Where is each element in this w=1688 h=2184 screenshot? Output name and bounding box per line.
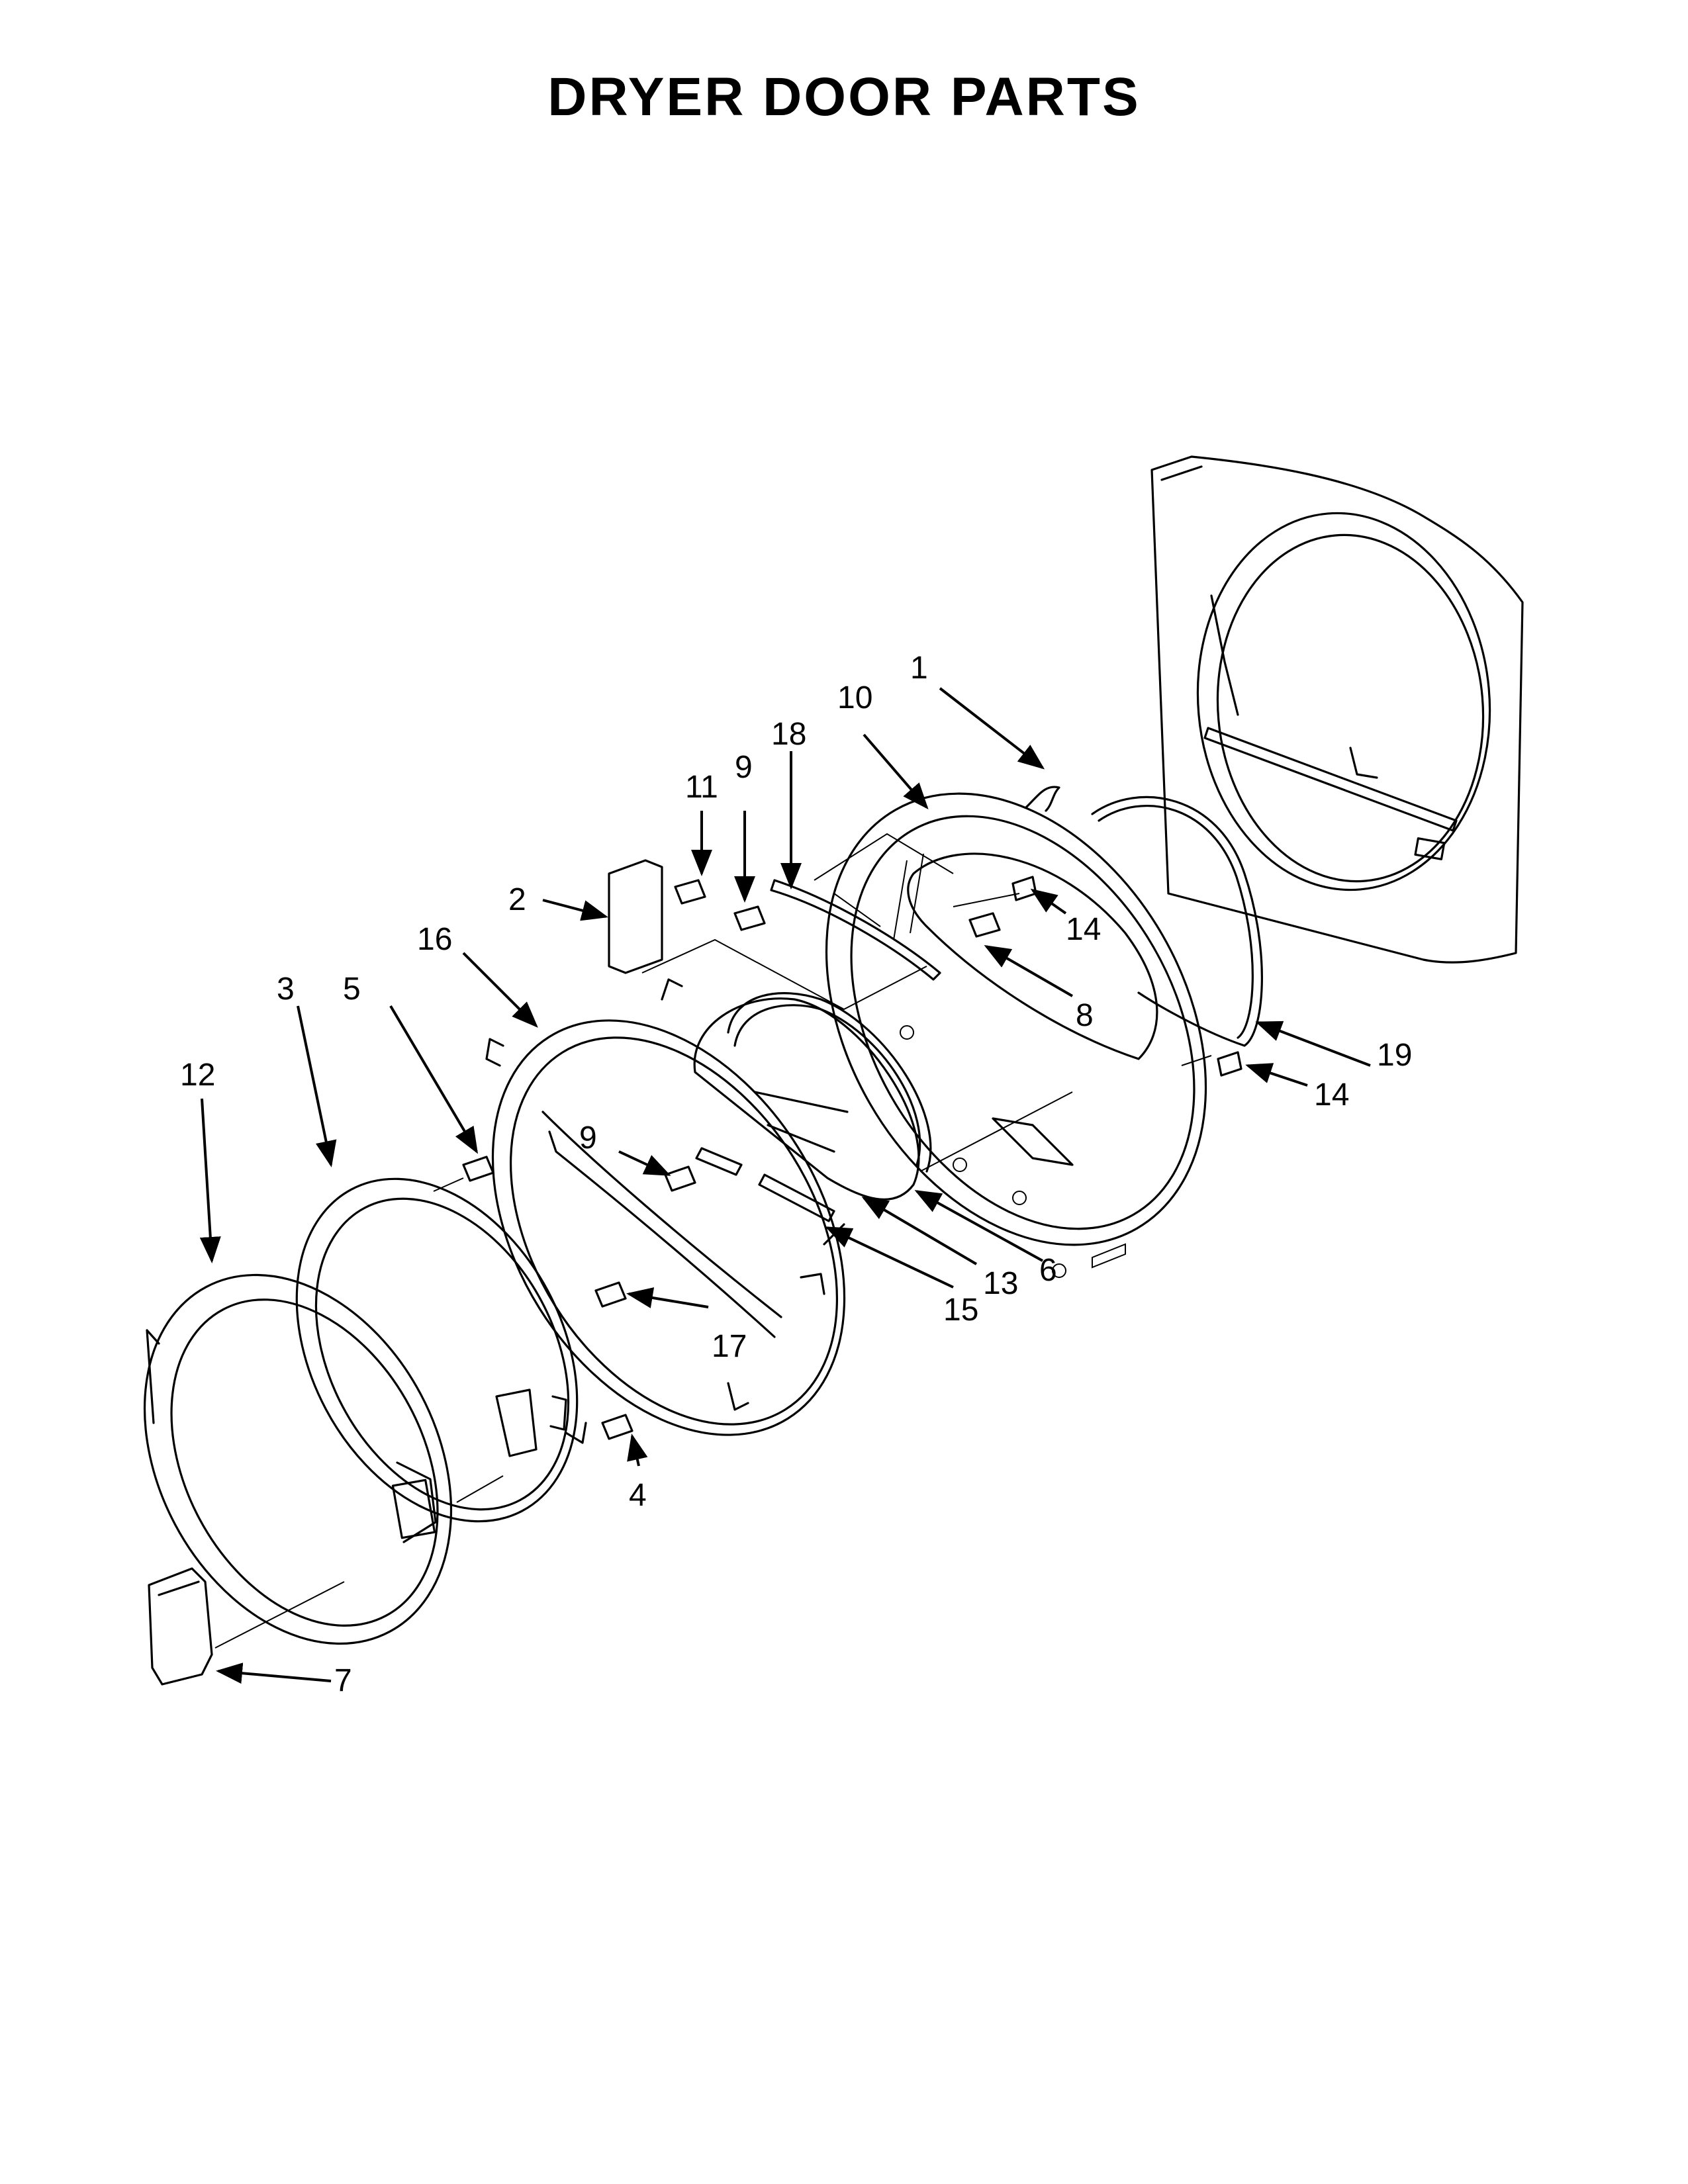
callout-8: 8 — [1076, 998, 1094, 1033]
callout-7: 7 — [334, 1663, 352, 1698]
screw-4 — [601, 1414, 633, 1440]
callout-19: 19 — [1377, 1038, 1412, 1073]
callout-12: 12 — [180, 1058, 215, 1093]
inner-door-panel — [825, 792, 1207, 1278]
bracket-18 — [770, 879, 941, 981]
callout-17: 17 — [712, 1329, 747, 1364]
callout-16: 16 — [417, 922, 452, 957]
callout-9-middle: 9 — [579, 1120, 597, 1156]
callout-18: 18 — [771, 717, 806, 752]
callout-15: 15 — [943, 1293, 978, 1328]
hinge-brackets — [695, 1147, 845, 1246]
screw-11 — [674, 879, 706, 905]
strike-14-lower — [1217, 1051, 1243, 1077]
callout-6: 6 — [1039, 1253, 1057, 1288]
screw-17 — [594, 1281, 627, 1308]
screw-9-top — [733, 905, 766, 931]
door-inner-frame — [485, 978, 846, 1444]
screw-8 — [968, 912, 1001, 938]
door-liner-ring — [295, 1177, 579, 1523]
callout-2: 2 — [508, 882, 526, 917]
callout-14-lower: 14 — [1314, 1077, 1349, 1113]
callout-14-upper: 14 — [1066, 912, 1101, 947]
screw-5 — [462, 1156, 494, 1182]
door-latch — [608, 859, 663, 974]
screw-9-middle — [664, 1165, 696, 1192]
callout-5: 5 — [343, 972, 361, 1007]
page-title: DRYER DOOR PARTS — [547, 67, 1141, 127]
spring-1 — [1025, 786, 1060, 812]
door-glass-and-gasket — [693, 992, 932, 1201]
door-seal — [1091, 796, 1263, 1047]
alignment-lines — [214, 833, 1212, 1649]
callout-1: 1 — [910, 651, 928, 686]
callout-10: 10 — [837, 680, 872, 715]
strike-14-upper — [1011, 876, 1037, 901]
callout-labels: 1 2 3 4 5 6 7 8 9 9 10 11 12 13 14 14 15… — [180, 651, 1412, 1698]
outer-door-frame — [143, 1273, 453, 1645]
callout-11: 11 — [685, 770, 718, 805]
dryer-front-panel — [1150, 455, 1524, 964]
callout-4: 4 — [629, 1478, 647, 1513]
callout-13: 13 — [983, 1266, 1018, 1301]
callout-9-top: 9 — [735, 750, 753, 785]
leader-lines — [199, 687, 1371, 1684]
callout-3: 3 — [277, 972, 295, 1007]
door-handle — [148, 1567, 213, 1686]
